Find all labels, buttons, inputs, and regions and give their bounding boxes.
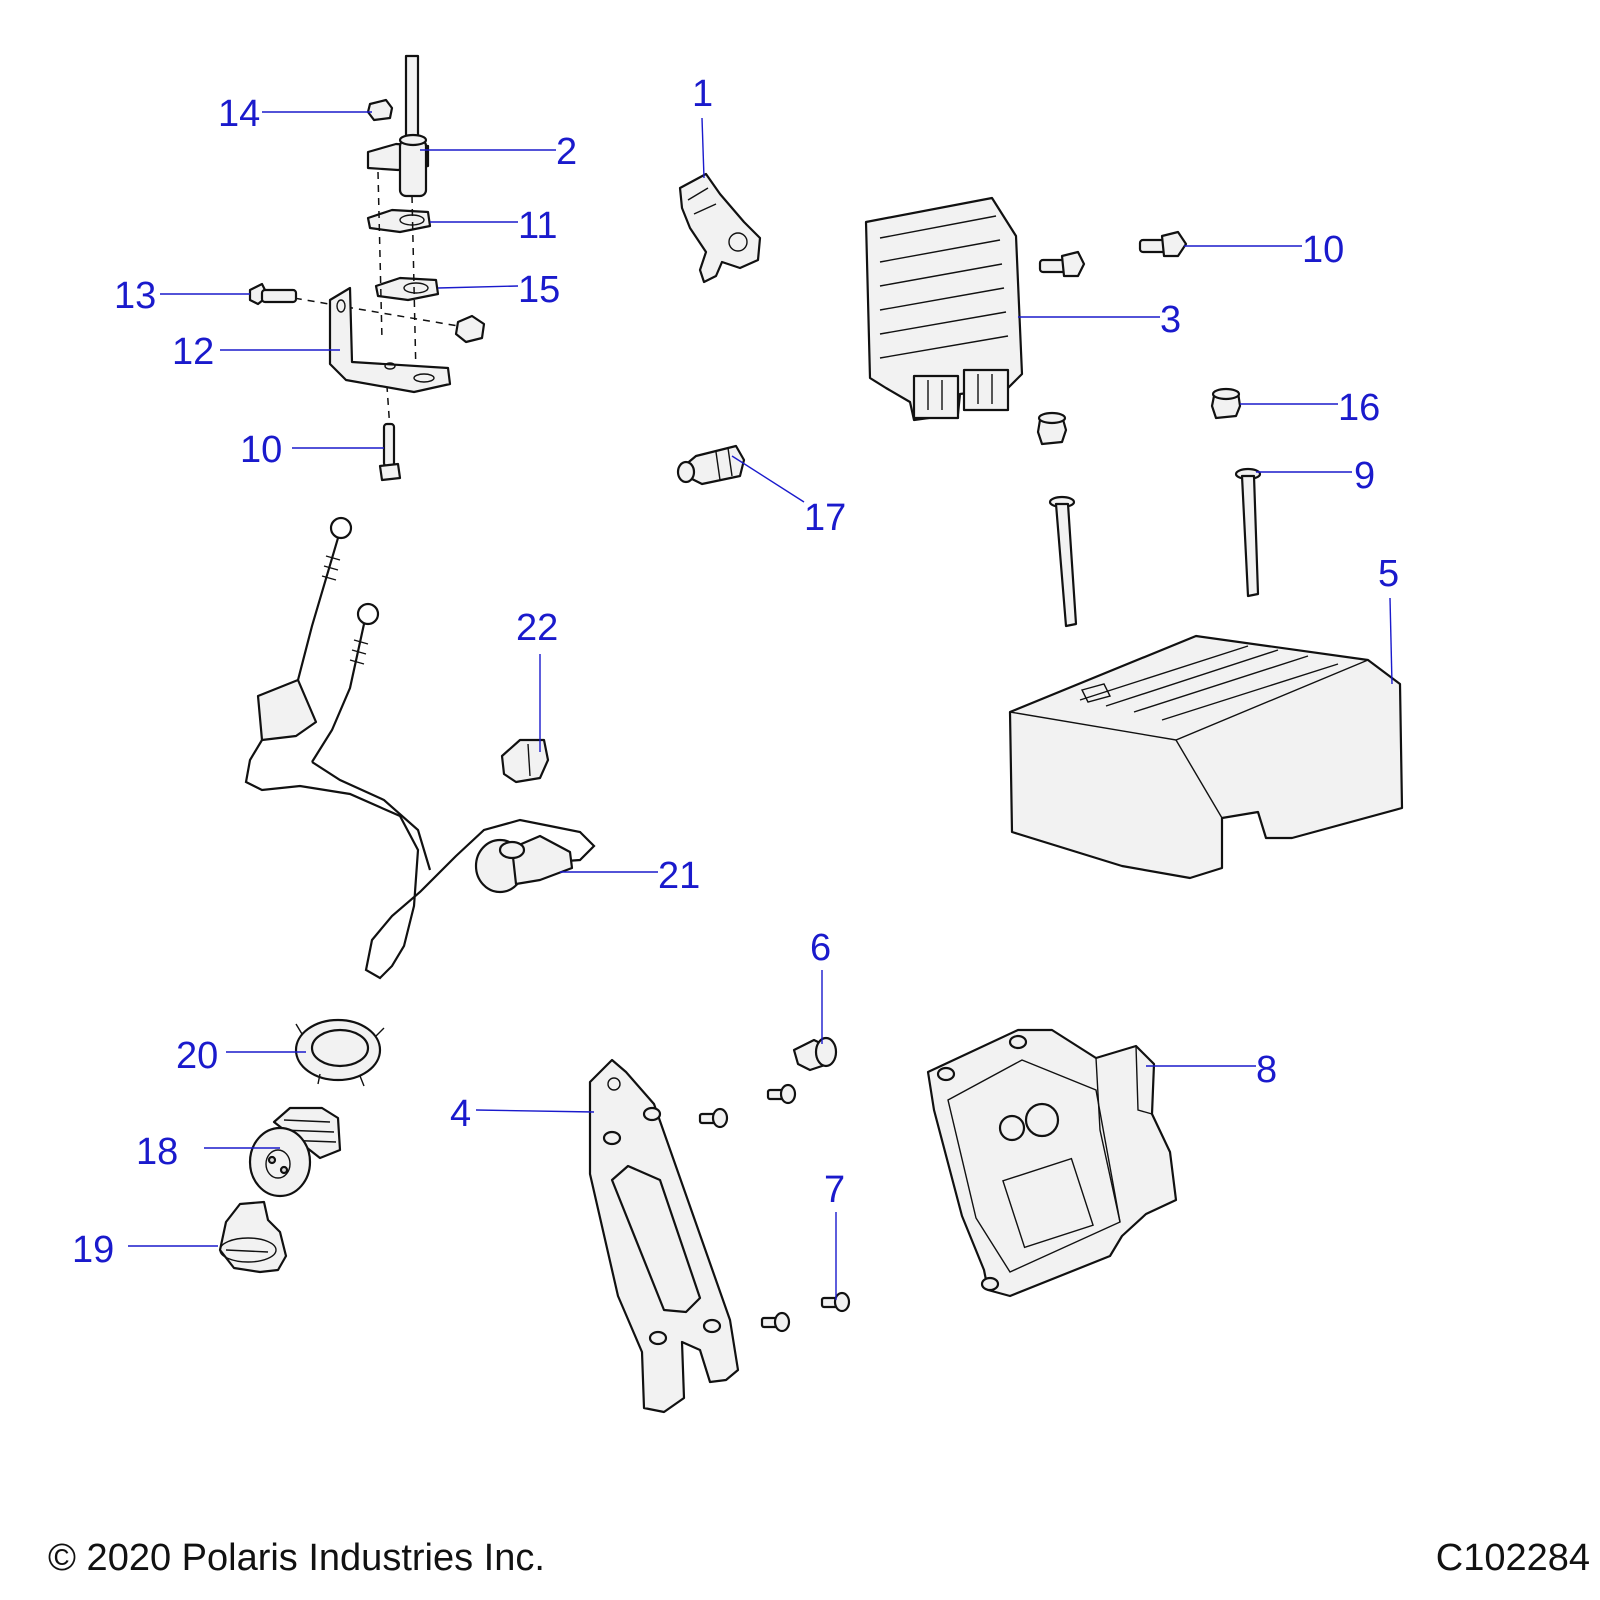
callout-7: 7 (824, 1169, 845, 1211)
part-18-socket (248, 1106, 342, 1198)
part-10-bolt-left (378, 422, 402, 482)
part-16-grommet (1210, 387, 1242, 420)
callout-17: 17 (804, 497, 846, 539)
part-3-screw (1038, 250, 1086, 278)
callout-15: 15 (518, 269, 560, 311)
callout-8: 8 (1256, 1049, 1277, 1091)
callout-19: 19 (72, 1229, 114, 1271)
callout-4: 4 (450, 1093, 471, 1135)
part-9-bolt-left (1048, 495, 1078, 628)
part-1-sensor (678, 172, 762, 284)
callout-16: 16 (1338, 387, 1380, 429)
callout-10-right: 10 (1302, 229, 1344, 271)
callout-labels: 14 2 11 13 15 12 10 1 3 10 16 9 17 5 22 … (72, 73, 1399, 1271)
callout-11: 11 (518, 205, 557, 247)
callout-6: 6 (810, 927, 831, 969)
callout-14: 14 (218, 93, 260, 135)
callout-5: 5 (1378, 553, 1399, 595)
part-12-bracket (328, 286, 452, 394)
screw-2 (698, 1107, 729, 1129)
leader-lines (128, 111, 1393, 1300)
callout-1: 1 (692, 73, 713, 115)
part-13-bolt (248, 282, 298, 306)
part-2-sensor (366, 54, 430, 198)
callout-2: 2 (556, 131, 577, 173)
part-21-harness (244, 516, 596, 980)
part-9-bolt-right (1234, 467, 1262, 598)
callout-20: 20 (176, 1035, 218, 1077)
part-15-gasket (374, 276, 440, 302)
part-22-connector (500, 738, 550, 784)
diagram-id: C102284 (1436, 1537, 1590, 1579)
part-6-rivet (792, 1036, 838, 1072)
callout-21: 21 (658, 855, 700, 897)
callout-18: 18 (136, 1131, 178, 1173)
part-11-gasket (366, 208, 432, 234)
part-8-ecu (926, 1028, 1178, 1298)
part-7-screw (820, 1291, 851, 1313)
callout-12: 12 (172, 331, 214, 373)
screw-3 (760, 1311, 791, 1333)
grommet-left (1036, 411, 1068, 446)
callout-3: 3 (1160, 299, 1181, 341)
callout-10-left: 10 (240, 429, 282, 471)
part-20-ring-nut (294, 1018, 385, 1087)
copyright-text: © 2020 Polaris Industries Inc. (48, 1537, 545, 1579)
callout-13: 13 (114, 275, 156, 317)
part-3-regulator (864, 196, 1024, 422)
part-14-nut (366, 98, 394, 122)
callout-22: 22 (516, 607, 558, 649)
screw-1 (766, 1083, 797, 1105)
part-19-cap (218, 1200, 288, 1274)
part-4-plate (588, 1058, 740, 1414)
callout-9: 9 (1354, 455, 1375, 497)
part-10-bolt-right (1138, 230, 1188, 258)
part-5-cover (1008, 634, 1404, 880)
part-17-sensor (676, 444, 746, 486)
bracket-nut (454, 314, 486, 344)
